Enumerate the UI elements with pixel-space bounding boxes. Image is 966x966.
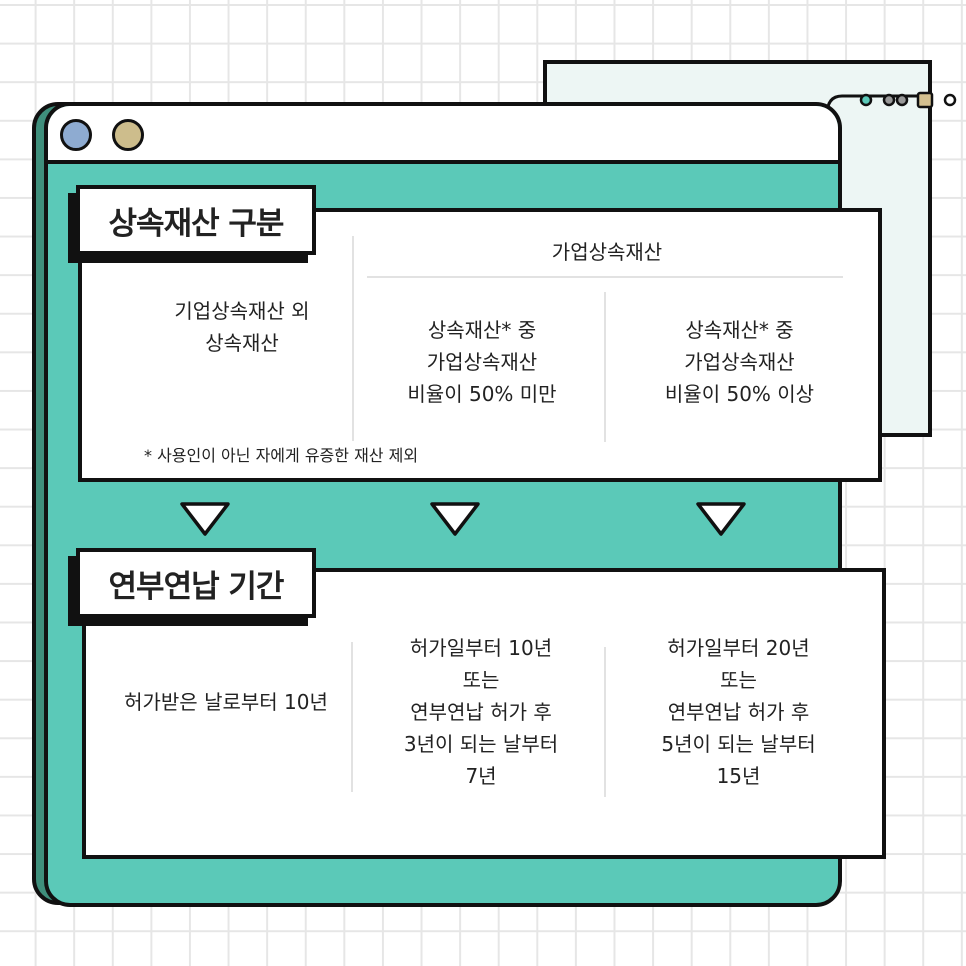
section1-title: 상속재산 구분 bbox=[76, 185, 316, 255]
header-divider bbox=[367, 276, 843, 278]
divider bbox=[351, 642, 353, 792]
divider bbox=[352, 236, 354, 441]
window-dot-tan bbox=[112, 119, 144, 151]
col1-text: 기업상속재산 외 상속재산 bbox=[174, 299, 310, 355]
group-header: 가업상속재산 bbox=[551, 240, 663, 264]
installment-period-box: 허가받은 날로부터 10년 허가일부터 10년 또는 연부연납 허가 후 3년이… bbox=[82, 568, 886, 859]
arrows bbox=[180, 502, 746, 536]
title-bar bbox=[48, 106, 838, 164]
down-triangle-icon bbox=[696, 502, 746, 536]
footnote: * 사용인이 아닌 자에게 유증한 재산 제외 bbox=[144, 446, 419, 465]
col2-text: 상속재산* 중 가업상속재산 비율이 50% 미만 bbox=[407, 318, 557, 406]
window-dot-blue bbox=[60, 119, 92, 151]
col1-text: 허가받은 날로부터 10년 bbox=[124, 690, 328, 714]
col3-text: 상속재산* 중 가업상속재산 비율이 50% 이상 bbox=[664, 318, 815, 406]
col2-text: 허가일부터 10년 또는 연부연납 허가 후 3년이 되는 날부터 7년 bbox=[403, 636, 559, 788]
down-triangle-icon bbox=[180, 502, 230, 536]
down-triangle-icon bbox=[430, 502, 480, 536]
section2-title: 연부연납 기간 bbox=[76, 548, 316, 618]
col3-text: 허가일부터 20년 또는 연부연납 허가 후 5년이 되는 날부터 15년 bbox=[661, 636, 816, 788]
divider bbox=[604, 292, 606, 442]
divider bbox=[604, 647, 606, 797]
